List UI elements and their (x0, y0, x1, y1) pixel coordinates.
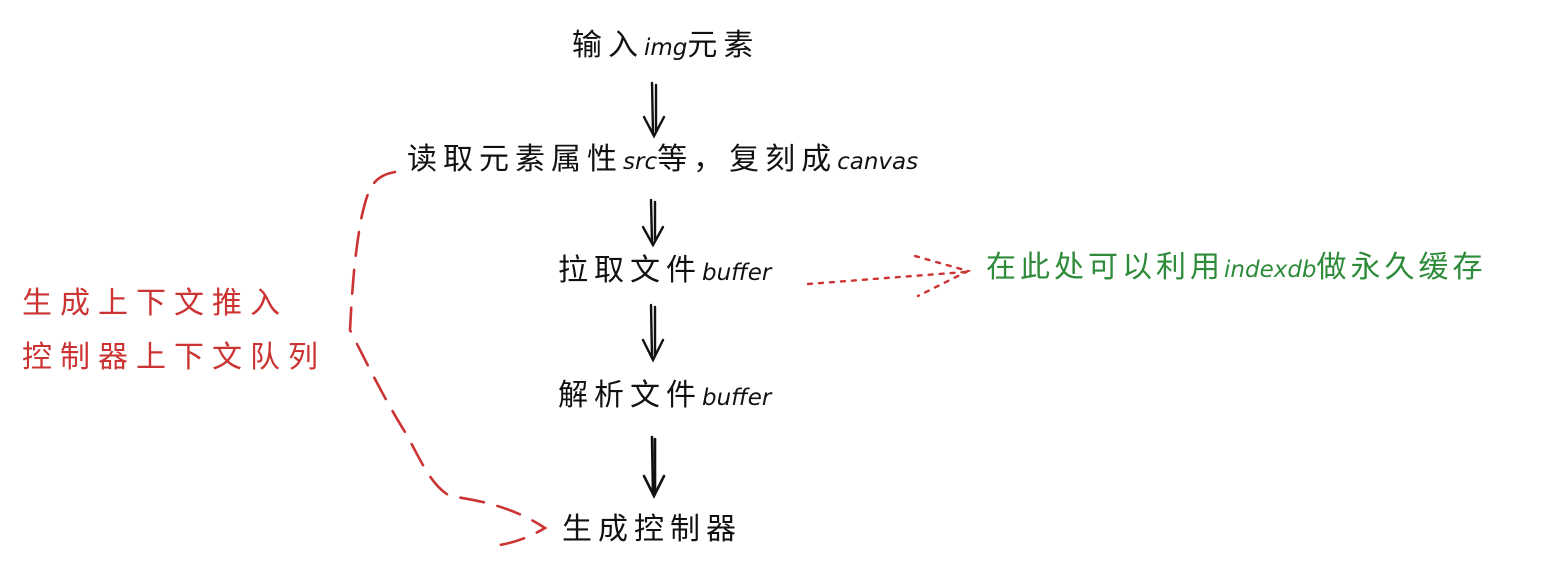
cache-note-text: 在此处可以利用 (986, 250, 1224, 285)
node-input-text-2: 元素 (687, 28, 760, 63)
node-read-latin: src (623, 149, 658, 175)
arrow-input-to-read (642, 81, 666, 139)
node-input-text: 输入 (572, 28, 644, 63)
arrow-fetch-to-parse (641, 303, 665, 363)
side-note-line-1: 生成上下文推入 (22, 286, 288, 321)
cache-note-indexdb: 在此处可以利用indexdb做永久缓存 (986, 250, 1487, 288)
node-parse-text: 解析文件 (558, 378, 702, 413)
arrow-read-to-fetch (641, 198, 665, 248)
cache-note-latin: indexdb (1224, 257, 1317, 283)
node-read-attributes: 读取元素属性src等，复刻成canvas (407, 142, 918, 180)
feedback-dashed-curve (348, 170, 548, 548)
cache-dotted-pointer (806, 254, 972, 298)
node-generate-controller: 生成控制器 (562, 512, 742, 548)
node-parse-buffer: 解析文件buffer (558, 378, 771, 416)
cache-note-text-2: 做永久缓存 (1316, 250, 1487, 285)
side-note-line-2: 控制器上下文队列 (22, 340, 326, 375)
node-fetch-buffer: 拉取文件buffer (558, 253, 771, 291)
node-fetch-text: 拉取文件 (558, 253, 702, 288)
arrow-parse-to-generate (642, 435, 666, 499)
node-read-latin-2: canvas (837, 149, 919, 175)
node-read-text: 读取元素属性 (407, 142, 623, 177)
node-input-img: 输入img元素 (572, 28, 759, 66)
node-parse-latin: buffer (702, 385, 772, 411)
node-fetch-latin: buffer (702, 260, 772, 286)
node-input-latin: img (644, 35, 688, 61)
node-generate-text: 生成控制器 (562, 512, 742, 547)
node-read-text-2: 等，复刻成 (657, 142, 838, 177)
side-note-context-queue: 生成上下文推入 控制器上下文队列 (22, 286, 326, 376)
